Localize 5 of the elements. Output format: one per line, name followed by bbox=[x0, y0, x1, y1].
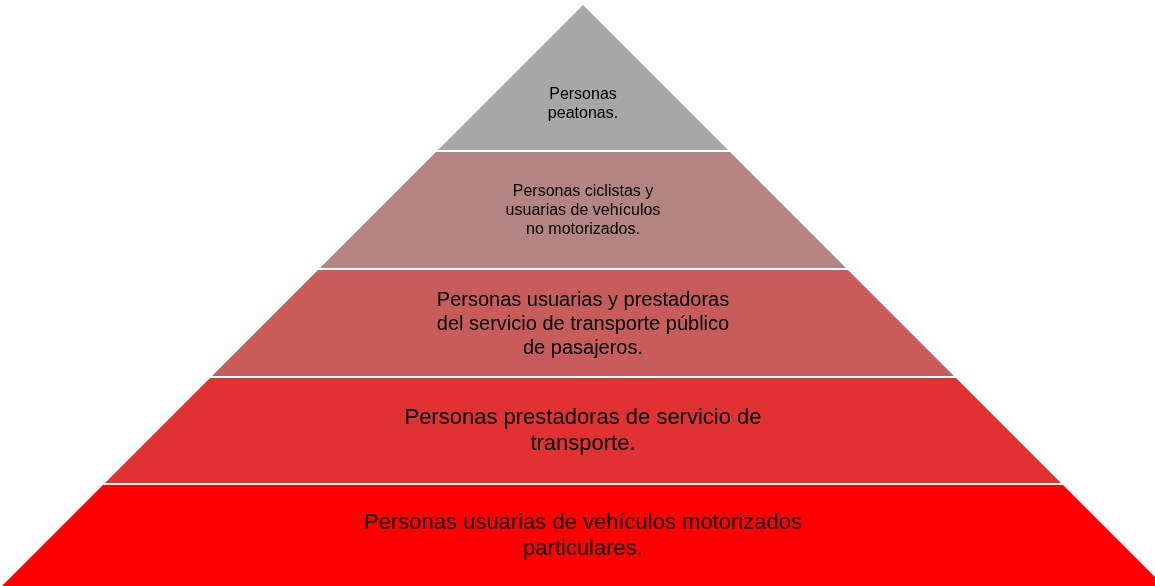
level-text: Personas prestadoras de servicio de transporte. bbox=[403, 404, 763, 457]
level-text: Personas ciclistas y usuarias de vehículos no motorizados. bbox=[504, 181, 662, 239]
level-text: Personas peatonas. bbox=[546, 83, 620, 122]
level-text: Personas usuarias de vehículos motorizados particulares. bbox=[363, 509, 803, 562]
level-text: Personas usuarias y prestadoras del servicio de transporte público de pasajeros. bbox=[435, 287, 731, 359]
